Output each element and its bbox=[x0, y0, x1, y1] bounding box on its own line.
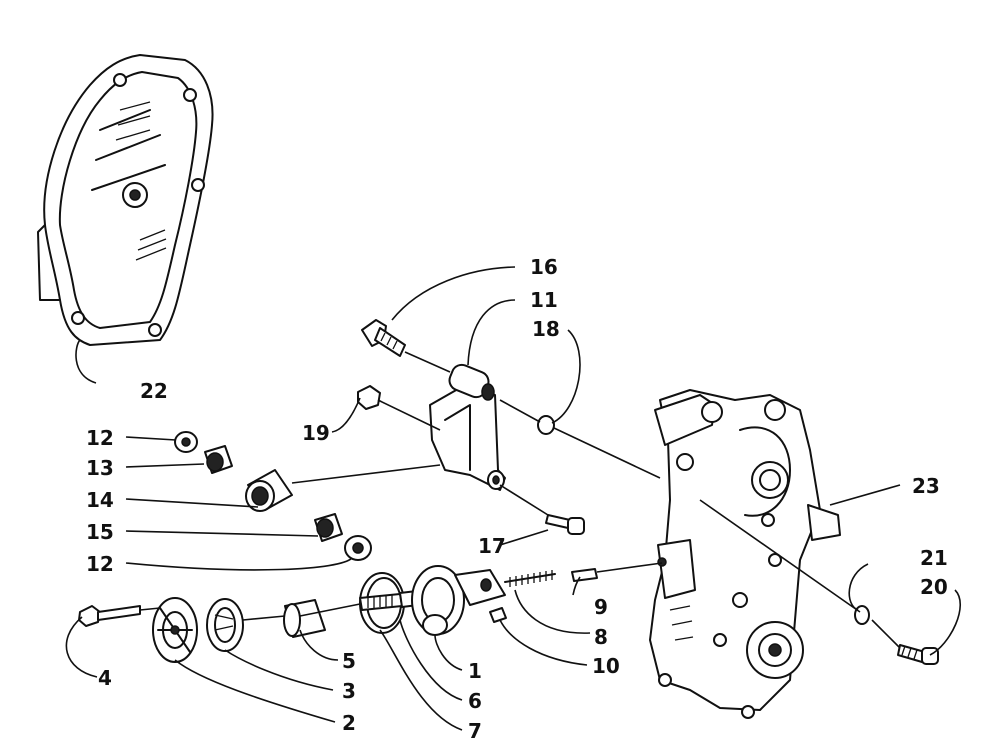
part-11-bracket bbox=[429, 363, 506, 491]
part-10-set-screw bbox=[489, 607, 507, 623]
callout-9: 9 bbox=[594, 595, 608, 619]
callout-5: 5 bbox=[342, 649, 356, 673]
part-13-bushing bbox=[204, 445, 233, 474]
part-8-spring bbox=[504, 570, 556, 587]
part-21-washer bbox=[854, 605, 870, 625]
callout-20: 20 bbox=[920, 575, 948, 599]
callout-8: 8 bbox=[594, 625, 608, 649]
assembly-lines bbox=[139, 351, 901, 649]
callout-11: 11 bbox=[530, 288, 558, 312]
part-17-screw bbox=[545, 514, 585, 535]
callout-21: 21 bbox=[920, 546, 948, 570]
part-4-bolt bbox=[78, 605, 141, 627]
part-2-cover bbox=[152, 597, 198, 663]
part-19-nut bbox=[357, 385, 381, 410]
callout-leaders bbox=[65, 266, 961, 731]
callout-1: 1 bbox=[468, 659, 482, 683]
callout-3: 3 bbox=[342, 679, 356, 703]
callout-7: 7 bbox=[468, 719, 482, 743]
part-14-roller bbox=[245, 469, 293, 512]
part-12-washer-lower bbox=[344, 535, 372, 561]
callout-12-lower: 12 bbox=[86, 552, 114, 576]
part-5-plunger bbox=[283, 599, 326, 638]
callout-13: 13 bbox=[86, 456, 114, 480]
callout-labels: 16 11 18 19 12 13 14 15 12 17 23 22 9 8 … bbox=[86, 255, 948, 743]
part-9-pin bbox=[571, 568, 598, 582]
callout-23: 23 bbox=[912, 474, 940, 498]
callout-2: 2 bbox=[342, 711, 356, 735]
callout-17: 17 bbox=[478, 534, 506, 558]
part-12-washer-upper bbox=[174, 431, 198, 453]
callout-15: 15 bbox=[86, 520, 114, 544]
callout-6: 6 bbox=[468, 689, 482, 713]
callout-22: 22 bbox=[140, 379, 168, 403]
callout-18: 18 bbox=[532, 317, 560, 341]
callout-19: 19 bbox=[302, 421, 330, 445]
part-18-washer bbox=[537, 415, 555, 435]
part-23-chaincase-housing bbox=[649, 389, 841, 719]
part-16-bolt bbox=[361, 319, 406, 357]
part-1-tensioner-housing bbox=[411, 565, 506, 636]
callout-14: 14 bbox=[86, 488, 114, 512]
callout-4: 4 bbox=[98, 666, 112, 690]
callout-10: 10 bbox=[592, 654, 620, 678]
callout-16: 16 bbox=[530, 255, 558, 279]
callout-12-upper: 12 bbox=[86, 426, 114, 450]
part-15-bushing bbox=[314, 513, 343, 542]
part-3-spring bbox=[206, 598, 244, 652]
part-22-chaincase-cover bbox=[37, 54, 214, 346]
